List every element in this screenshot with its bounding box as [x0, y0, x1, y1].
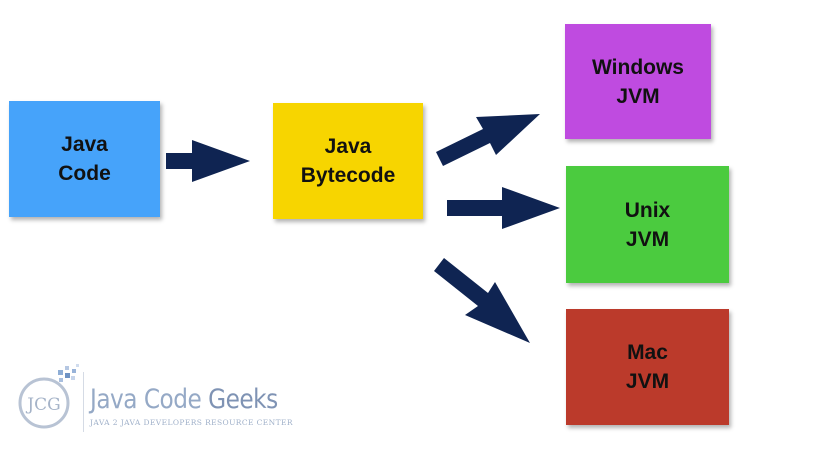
windows-label-line2: JVM	[616, 84, 660, 108]
java-code-box: Java Code	[9, 101, 160, 217]
bytecode-label-line2: Bytecode	[300, 164, 396, 187]
logo-divider	[83, 372, 84, 432]
unix-label-line2: JVM	[625, 227, 670, 251]
logo-monogram: JCG	[25, 395, 60, 415]
unix-label-line1: Unix	[624, 198, 671, 222]
windows-label-line1: Windows	[592, 55, 684, 79]
arrow-bytecode-to-mac	[434, 258, 530, 343]
logo-name: Java Code Geeks	[90, 384, 278, 415]
logo-tagline: JAVA 2 JAVA DEVELOPERS RESOURCE CENTER	[90, 418, 293, 427]
windows-jvm-box: Windows JVM	[565, 24, 711, 139]
arrow-bytecode-to-unix	[447, 187, 560, 229]
mac-label-line1: Mac	[627, 341, 668, 364]
logo-name-code: Code	[143, 384, 202, 415]
logo-name-geeks: Geeks	[208, 384, 278, 415]
unix-jvm-box: Unix JVM	[566, 166, 729, 283]
jcg-logo: JCG Java Code Geeks JAVA 2 JAVA DEVELOPE…	[14, 362, 293, 440]
java-bytecode-box: Java Bytecode	[273, 103, 423, 219]
arrow-code-to-bytecode	[166, 140, 250, 182]
arrow-bytecode-to-windows	[436, 114, 540, 166]
mac-label-line2: JVM	[625, 370, 670, 393]
java-code-label-line2: Code	[58, 162, 111, 185]
bytecode-label-line1: Java	[324, 135, 372, 158]
jcg-logo-icon: JCG	[18, 364, 79, 429]
logo-name-java: Java	[90, 384, 138, 415]
java-code-label-line1: Java	[61, 133, 108, 156]
mac-jvm-box: Mac JVM	[566, 309, 729, 425]
